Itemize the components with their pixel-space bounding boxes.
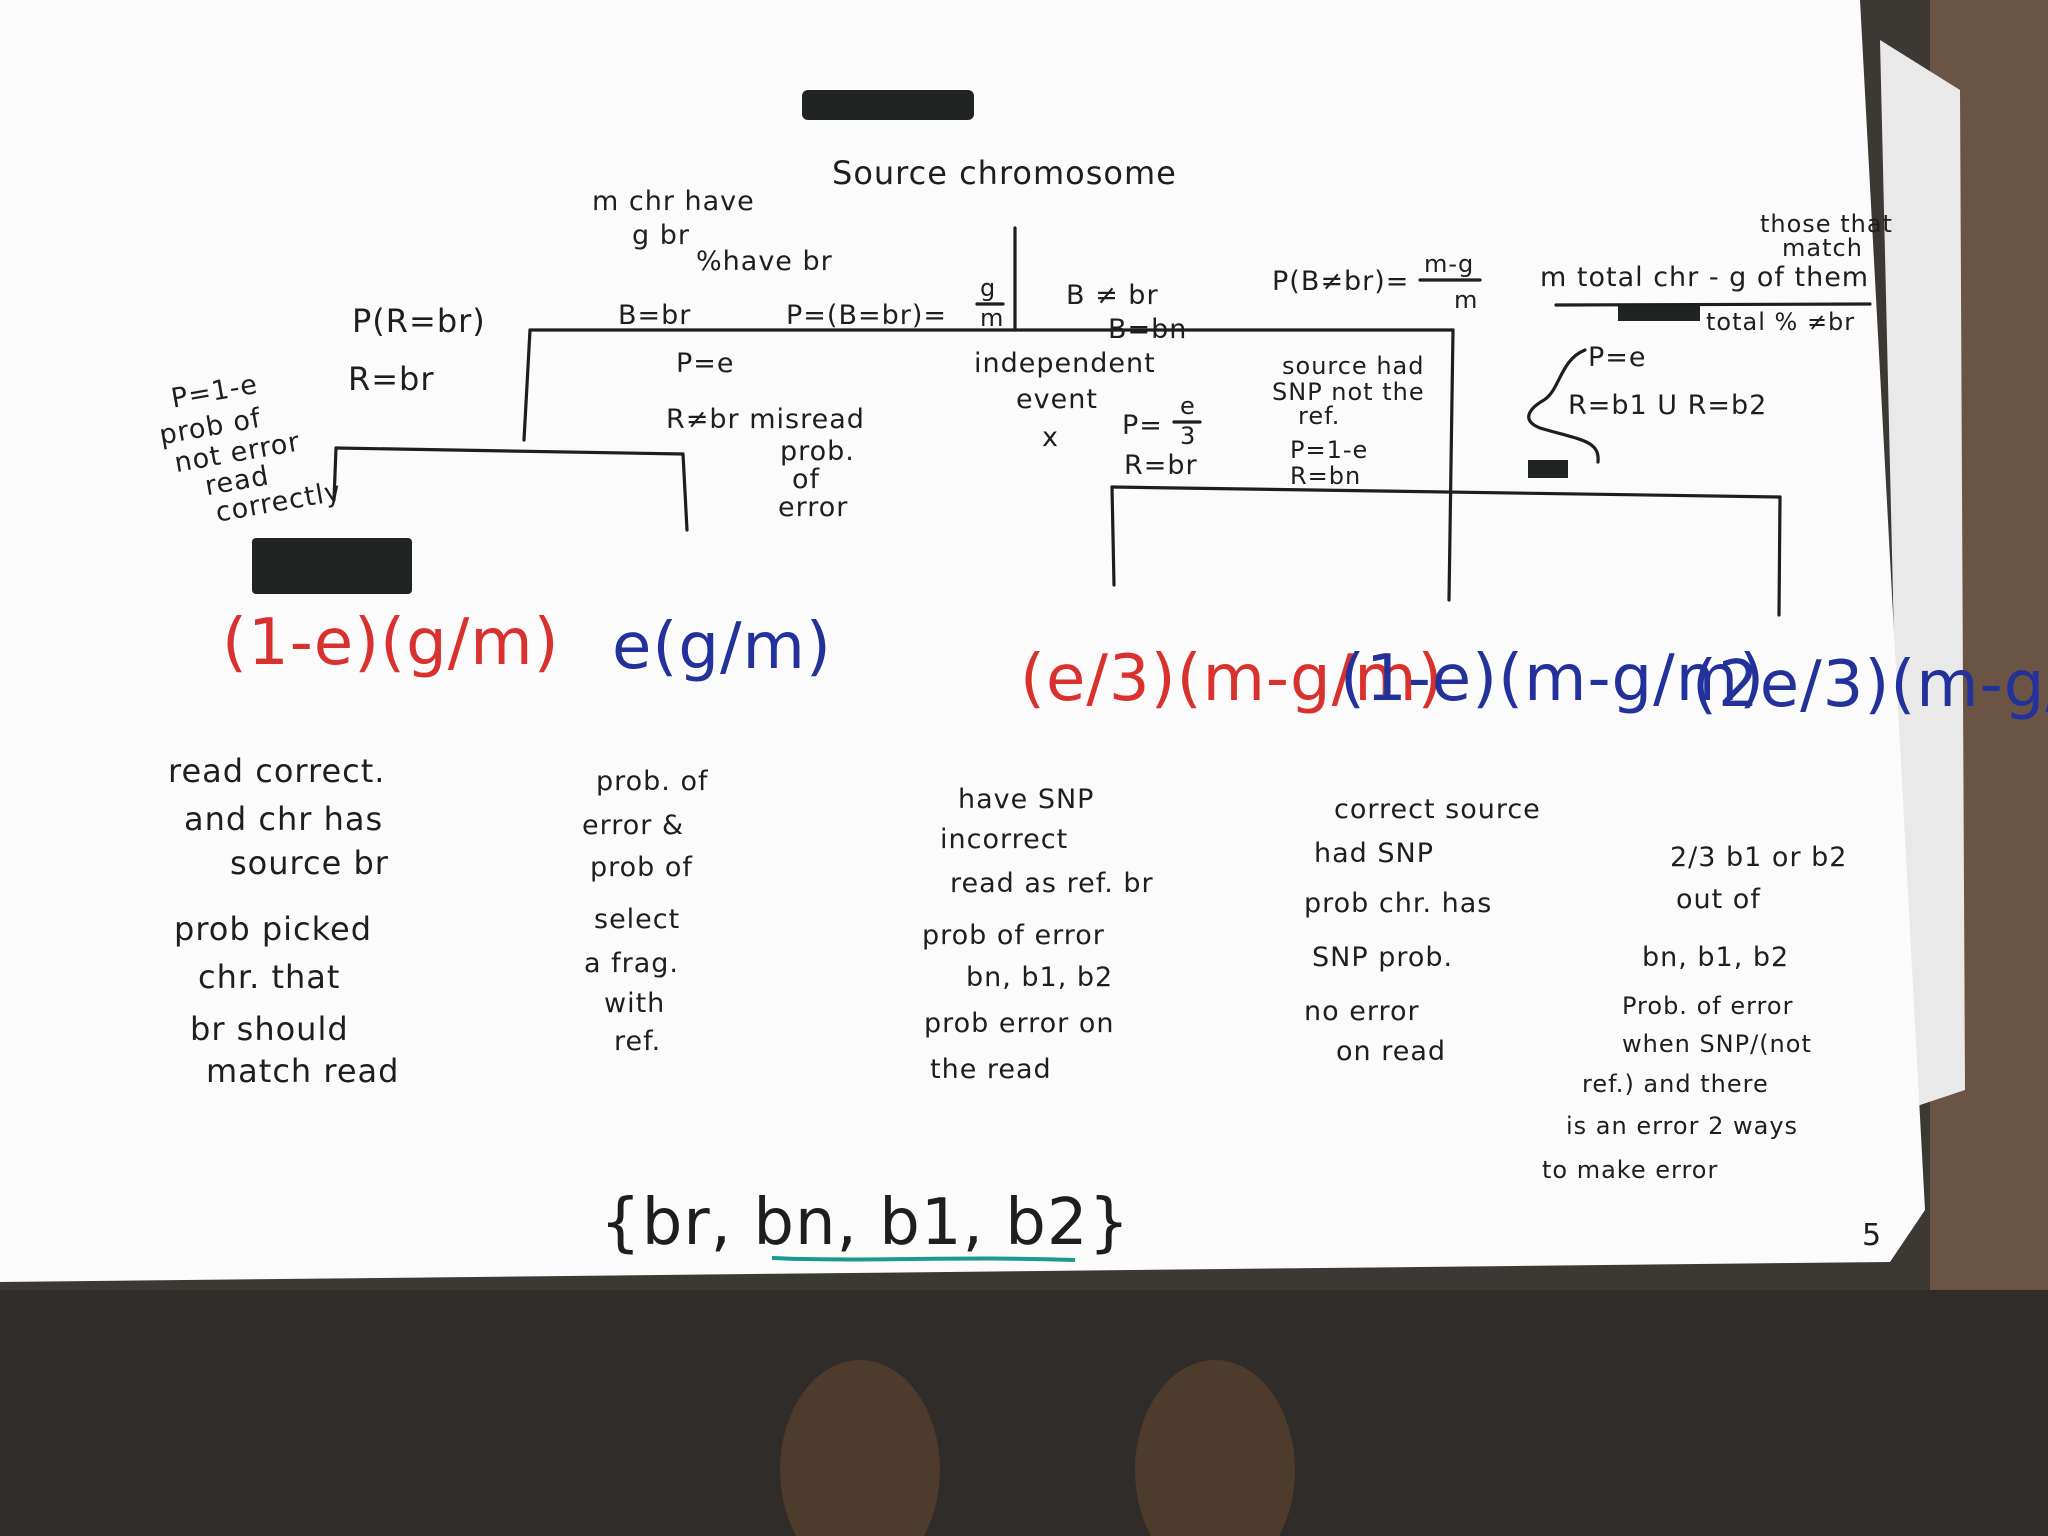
misread: R≠br misread <box>666 404 865 435</box>
page-number: 5 <box>1862 1218 1882 1253</box>
formula-1: (1-e)(g/m) <box>222 606 560 680</box>
note-5-3: bn, b1, b2 <box>1642 942 1789 973</box>
note-3-3: read as ref. br <box>950 868 1154 899</box>
b-eq-br: B=br <box>618 300 691 331</box>
note-1-3: source br <box>230 844 389 882</box>
independent: independent <box>974 348 1156 379</box>
note-4-2: had SNP <box>1314 838 1434 869</box>
note-3-6: prob error on <box>924 1008 1114 1039</box>
note-2-5: a frag. <box>584 948 679 979</box>
p-b-eq-br: P=(B=br)= <box>786 300 947 331</box>
note-3-4: prob of error <box>922 920 1105 951</box>
note-5-6: ref.) and there <box>1582 1070 1769 1098</box>
formula-5: (2e/3)(m-g/m) <box>1692 648 2048 722</box>
redaction-mark <box>252 538 412 594</box>
title: Source chromosome <box>832 154 1177 192</box>
note-5-1: 2/3 b1 or b2 <box>1670 842 1847 873</box>
p-eq-e: P=e <box>676 348 735 379</box>
note-1-1: read correct. <box>168 752 385 790</box>
note-4-3: prob chr. has <box>1304 888 1492 919</box>
note-3-2: incorrect <box>940 824 1068 855</box>
tree-lines <box>332 226 1872 617</box>
those-that: those that <box>1760 210 1893 238</box>
note-4-1: correct source <box>1334 794 1541 825</box>
event: event <box>1016 384 1098 415</box>
note-3-5: bn, b1, b2 <box>966 962 1113 993</box>
x-label: x <box>1042 422 1059 453</box>
prob-label: prob. <box>780 436 855 467</box>
note-2-7: ref. <box>614 1026 661 1057</box>
frac-g: g <box>980 274 996 302</box>
frac-mg: m-g <box>1424 250 1474 278</box>
note-2-6: with <box>604 988 665 1019</box>
of-label: of <box>792 464 821 495</box>
note-5-5: when SNP/(not <box>1622 1030 1812 1058</box>
snp-not: SNP not the <box>1272 378 1425 406</box>
note-2-4: select <box>594 904 680 935</box>
ref-label: ref. <box>1298 402 1340 430</box>
paper-sheet <box>0 0 1925 1282</box>
m-total: m total chr - g of them <box>1540 262 1869 293</box>
shoes <box>780 1360 1295 1536</box>
note-1-4: prob picked <box>174 910 372 948</box>
p-eq-e-right: P=e <box>1588 342 1647 373</box>
note-4-4: SNP prob. <box>1312 942 1453 973</box>
b-eq-bn: B=bn <box>1108 314 1187 345</box>
m-chr-line1: m chr have <box>592 186 755 217</box>
note-1-5: chr. that <box>198 958 340 996</box>
note-1-6: br should <box>190 1010 349 1048</box>
b-neq-br: B ≠ br <box>1066 280 1159 311</box>
floor <box>0 1290 2048 1536</box>
r-eq-br: R=br <box>348 360 435 398</box>
p-eq: P= <box>1122 410 1163 441</box>
note-1-7: match read <box>206 1052 399 1090</box>
note-4-6: on read <box>1336 1036 1446 1067</box>
note-3-1: have SNP <box>958 784 1094 815</box>
frac-m2: m <box>1454 286 1478 314</box>
source-had: source had <box>1282 352 1424 380</box>
m-chr-line3: %have br <box>696 246 833 277</box>
p-r-eq-br: P(R=br) <box>352 302 486 340</box>
note-5-7: is an error 2 ways <box>1566 1112 1798 1140</box>
r-b1-b2: R=b1 U R=b2 <box>1568 390 1767 421</box>
match: match <box>1782 234 1863 262</box>
frac-m: m <box>980 304 1004 332</box>
p-1e-right: P=1-e <box>1290 436 1368 464</box>
note-2-1: prob. of <box>596 766 709 797</box>
formula-3: (e/3)(m-g/m) <box>1020 642 1444 716</box>
note-3-7: the read <box>930 1054 1052 1085</box>
note-2-3: prob of <box>590 852 693 883</box>
r-eq-bn: R=bn <box>1290 462 1361 490</box>
note-4-5: no error <box>1304 996 1420 1027</box>
set-underline <box>771 1256 1076 1262</box>
note-5-2: out of <box>1676 884 1761 915</box>
frac-3: 3 <box>1180 422 1196 450</box>
error-label: error <box>778 492 848 523</box>
redaction-mark <box>802 90 974 120</box>
note-5-4: Prob. of error <box>1622 992 1793 1020</box>
m-chr-line2: g br <box>632 220 690 251</box>
total-pct: total % ≠br <box>1706 308 1855 336</box>
formula-4: (1-e)(m-g/m) <box>1340 642 1765 716</box>
formula-2: e(g/m) <box>612 610 832 684</box>
base-set: {br, bn, b1, b2} <box>600 1186 1130 1260</box>
frac-e: e <box>1180 392 1196 420</box>
curved-arrow <box>1527 348 1600 464</box>
note-2-2: error & <box>582 810 684 841</box>
redaction-mark <box>1528 460 1568 478</box>
p-b-neq-br: P(B≠br)= <box>1272 266 1409 297</box>
r-eq-br-right: R=br <box>1124 450 1198 481</box>
redaction-mark <box>1618 305 1700 321</box>
note-1-2: and chr has <box>184 800 383 838</box>
note-5-8: to make error <box>1542 1156 1718 1184</box>
